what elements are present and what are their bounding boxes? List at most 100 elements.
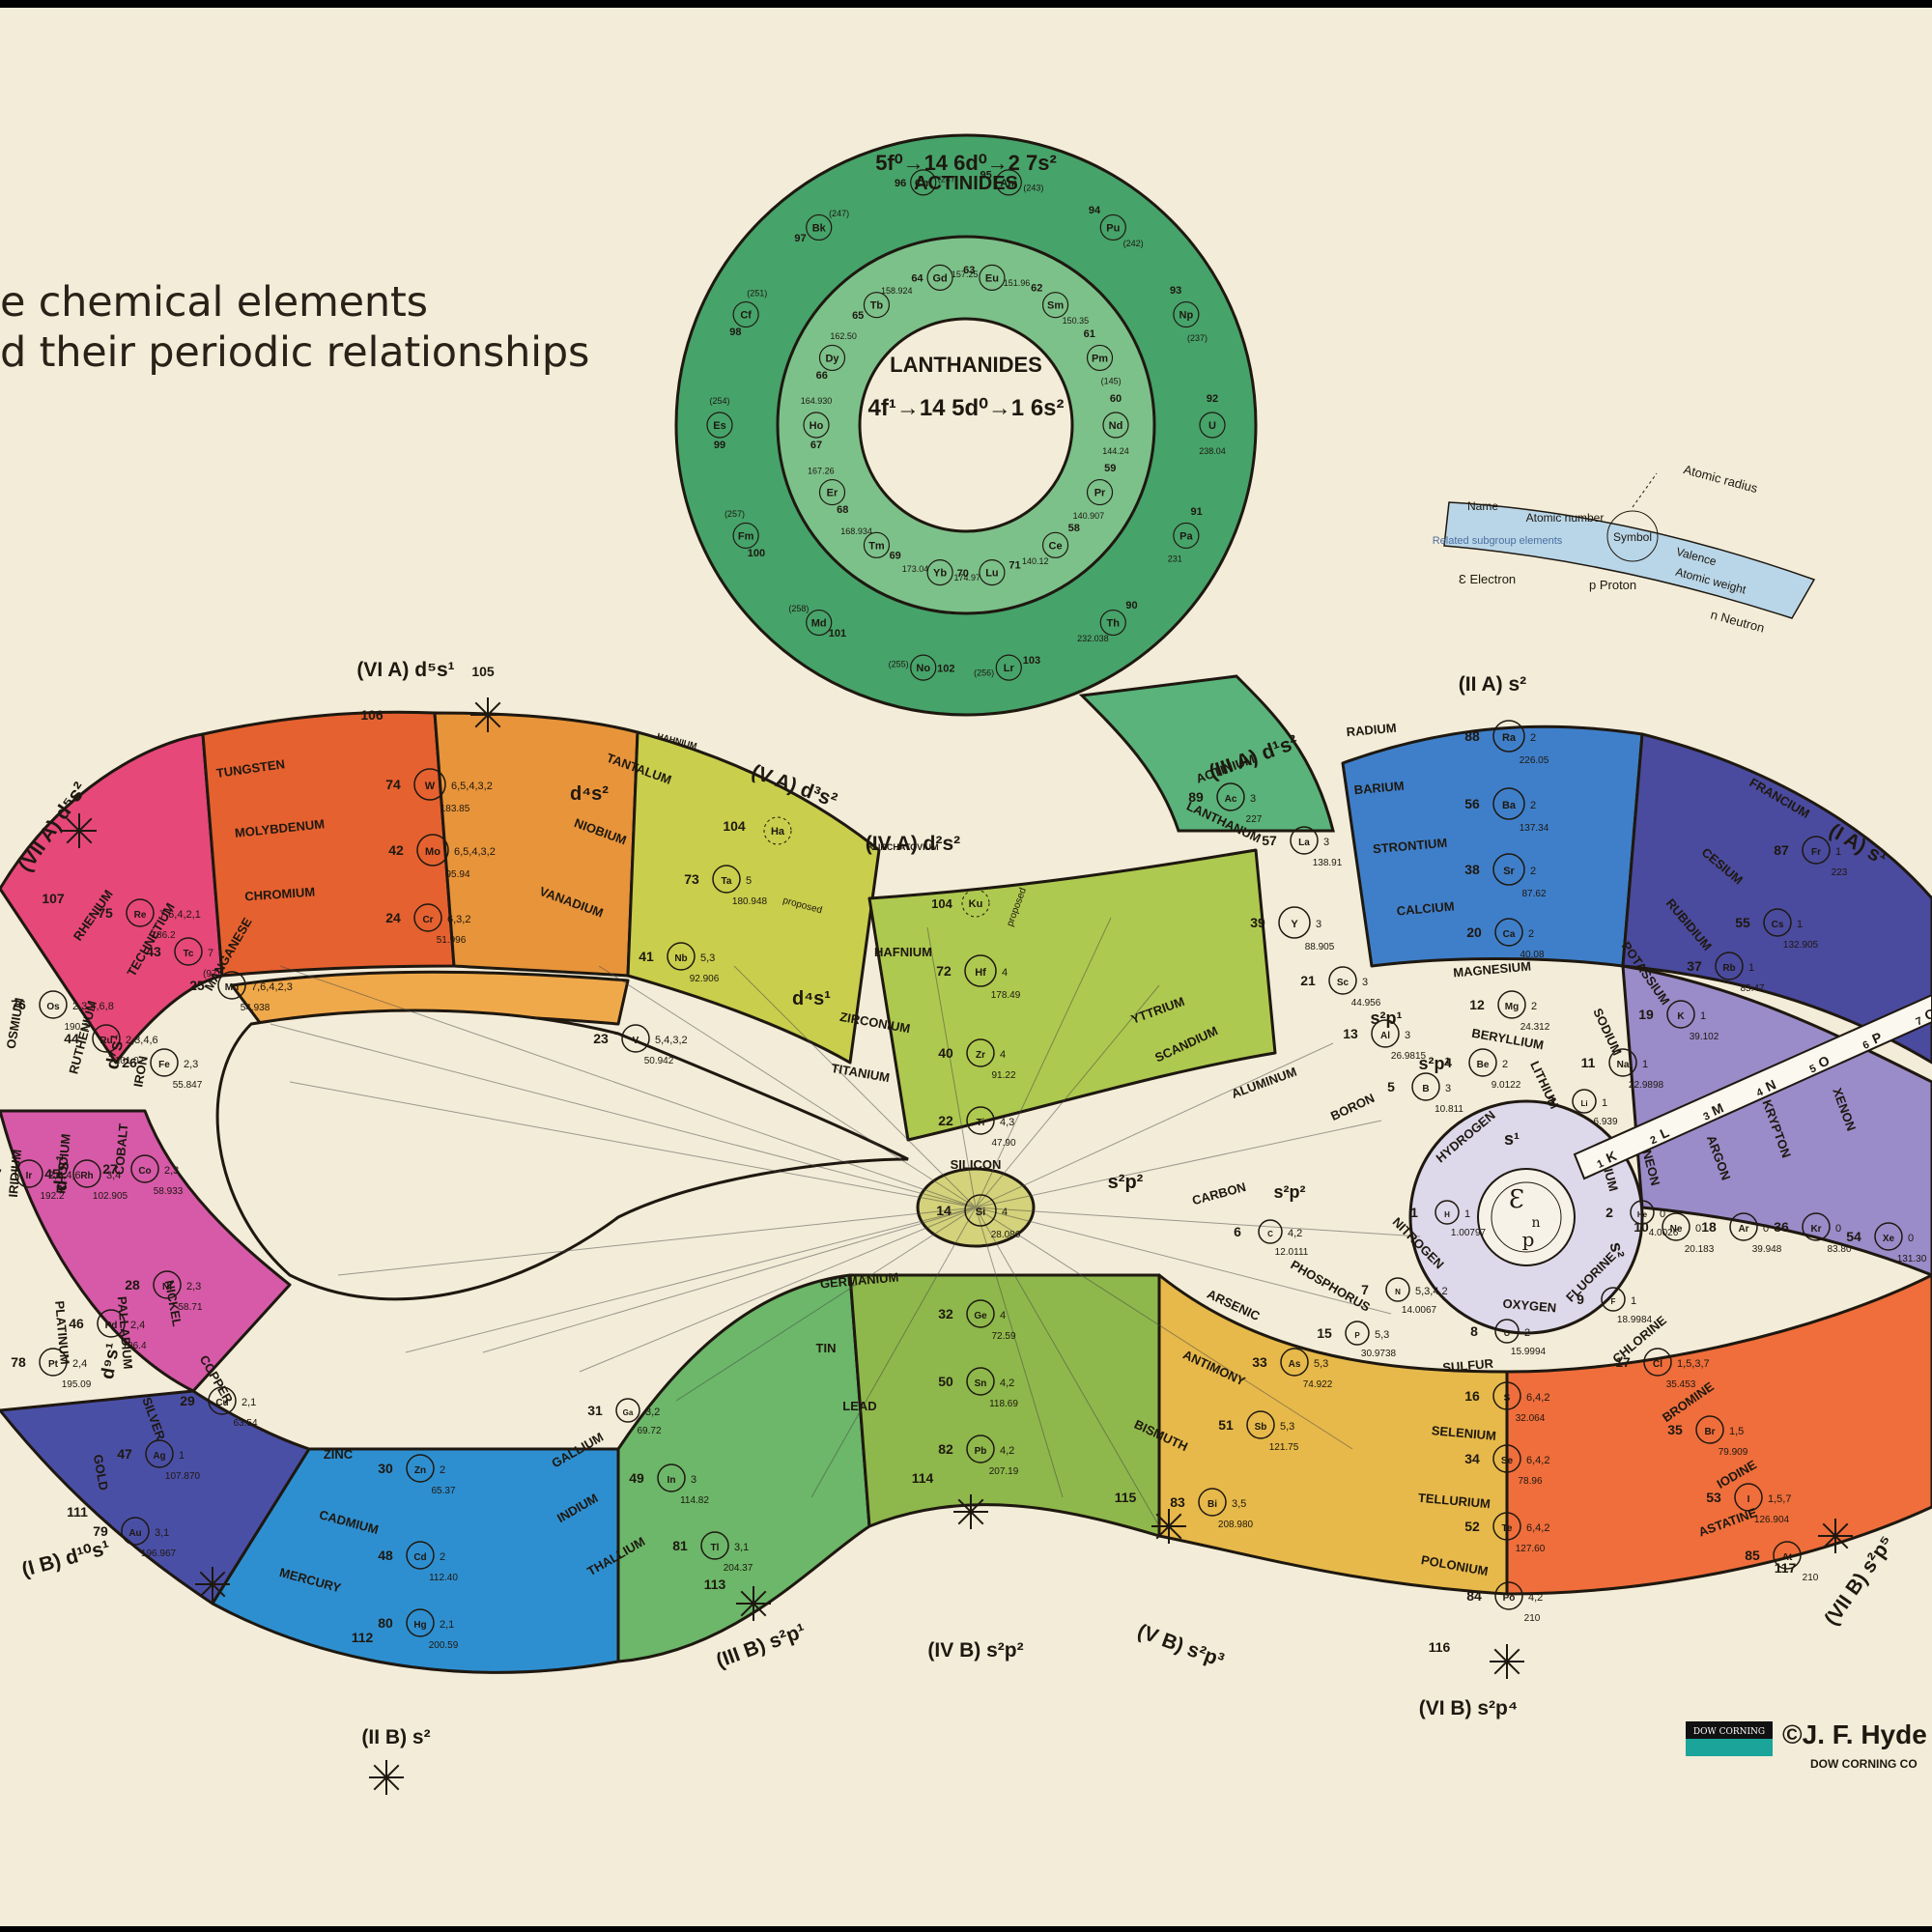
tin-weight: 118.69: [989, 1399, 1018, 1409]
chromium-number: 24: [385, 910, 401, 925]
nucleus-key-inner: [1491, 1181, 1562, 1253]
element-circle: [14, 1159, 43, 1188]
mendelevium-weight: (258): [788, 604, 809, 613]
zirconium-weight: 91.22: [991, 1070, 1015, 1081]
lead-symbol: Pb: [975, 1446, 987, 1457]
company-credit: DOW CORNING CO: [1810, 1757, 1918, 1771]
lanthanide-circle: [818, 478, 846, 506]
chromium-weight: 51.996: [437, 935, 467, 946]
sulfur-weight: 32.064: [1516, 1413, 1546, 1424]
element-circle: [1802, 1212, 1831, 1241]
fluorine-number: 9: [1577, 1292, 1584, 1307]
element-circle: [657, 1463, 686, 1492]
carbon-name: CARBON: [1190, 1179, 1247, 1208]
yttrium-symbol: Y: [1291, 919, 1298, 930]
element-circle: [1216, 782, 1245, 811]
element-circle: [121, 1517, 150, 1546]
element-circle: [1630, 1200, 1655, 1225]
element-circle: [964, 1194, 997, 1227]
hydrogen-number: 1: [1410, 1205, 1418, 1220]
sodium-weight: 22.9898: [1629, 1080, 1664, 1091]
radiating-line: [975, 917, 1112, 1208]
palladium-weight: 106.4: [122, 1341, 146, 1351]
electron-glyph: Ɛ: [1509, 1185, 1524, 1214]
radiating-line: [975, 1207, 1392, 1315]
lanthanide-circle: [1041, 292, 1069, 319]
germanium-name: GERMANIUM: [819, 1269, 899, 1291]
lawrencium-number: 103: [1023, 655, 1040, 667]
element-circle: [1198, 1488, 1227, 1517]
beryllium-symbol: Be: [1477, 1060, 1490, 1070]
fluorine-weight: 18.9984: [1617, 1315, 1653, 1325]
dow-corning-logo-text: DOW CORNING: [1693, 1727, 1765, 1737]
element-circle: [966, 1038, 995, 1067]
germanium-valence: 4: [1000, 1310, 1006, 1321]
element-circle: [406, 1454, 435, 1483]
ytterbium-number: 70: [957, 568, 969, 580]
zinc-weight: 65.37: [431, 1486, 455, 1496]
group-label-iib: (II B) s²: [361, 1726, 430, 1748]
group-band-orange-lower: [1505, 1273, 1932, 1596]
neptunium-symbol: Np: [1179, 310, 1194, 322]
shell-number-4: 4: [1755, 1086, 1766, 1099]
element-circle: [966, 1367, 995, 1396]
titanium-weight: 47.90: [991, 1138, 1015, 1149]
lanthanum-symbol: La: [1298, 838, 1310, 848]
indium-symbol: In: [668, 1475, 676, 1486]
silicon-weight: 28.086: [991, 1230, 1021, 1240]
silver-weight: 107.870: [165, 1471, 201, 1482]
americium-number: 95: [980, 170, 992, 182]
asterisk-stroke: [199, 1571, 226, 1598]
scandium-weight: 44.956: [1351, 998, 1381, 1009]
element-circle: [413, 903, 442, 932]
radiating-line: [810, 1207, 977, 1498]
arsenic-symbol: As: [1289, 1359, 1301, 1370]
radiating-line: [975, 1207, 1064, 1498]
element-circle: [39, 990, 68, 1019]
platinum-number: 78: [11, 1354, 26, 1370]
asterisk-stroke: [957, 1498, 984, 1525]
lanthanide-circle: [1086, 478, 1114, 506]
zinc-symbol: Zn: [414, 1465, 426, 1476]
element-circle: [1601, 1287, 1626, 1312]
mercury-weight: 200.59: [429, 1640, 459, 1651]
helium-symbol: He: [1637, 1210, 1648, 1219]
iodine-weight: 126.904: [1754, 1515, 1790, 1525]
chlorine-number: 17: [1615, 1354, 1631, 1370]
technetium-number: 43: [146, 944, 161, 959]
group-band-indigo-right: [1621, 732, 1932, 1065]
asterisk-stroke: [373, 1764, 400, 1791]
antimony-symbol: Sb: [1255, 1422, 1267, 1433]
element-circle: [217, 971, 246, 1000]
rhodium-name: RHODIUM: [53, 1133, 72, 1194]
protactinium-weight: 231: [1168, 554, 1182, 564]
iron-number: 26: [122, 1055, 137, 1070]
element-circle: [1246, 1410, 1275, 1439]
sulfur-symbol: S: [1504, 1393, 1511, 1404]
ruthenium-valence: 2,3,4,6: [126, 1035, 158, 1046]
element-circle: [1662, 1212, 1690, 1241]
fluorine-valence: 1: [1631, 1295, 1636, 1307]
scandium-valence: 3: [1362, 977, 1368, 988]
thorium-number: 90: [1125, 600, 1137, 611]
technetium-weight: (97): [203, 969, 220, 980]
ring-hole: [858, 317, 1074, 533]
beryllium-number: 4: [1444, 1055, 1452, 1070]
gold-symbol: Au: [128, 1528, 141, 1539]
carbon-number: 6: [1234, 1224, 1241, 1239]
gold-number: 79: [93, 1523, 108, 1539]
undiscovered-element-105: 105: [471, 664, 495, 679]
element-circle: [1328, 966, 1357, 995]
rubidium-valence: 1: [1748, 962, 1754, 974]
scandium-number: 21: [1300, 973, 1316, 988]
gallium-weight: 69.72: [637, 1426, 661, 1436]
lithium-symbol: Li: [1580, 1099, 1587, 1108]
terbium-symbol: Tb: [870, 300, 884, 312]
element-circle: [1371, 1019, 1400, 1048]
potassium-weight: 39.102: [1690, 1032, 1719, 1042]
hydrogen-weight: 1.00797: [1451, 1228, 1487, 1238]
antimony-weight: 121.75: [1269, 1442, 1299, 1453]
xenon-valence: 0: [1908, 1233, 1914, 1244]
